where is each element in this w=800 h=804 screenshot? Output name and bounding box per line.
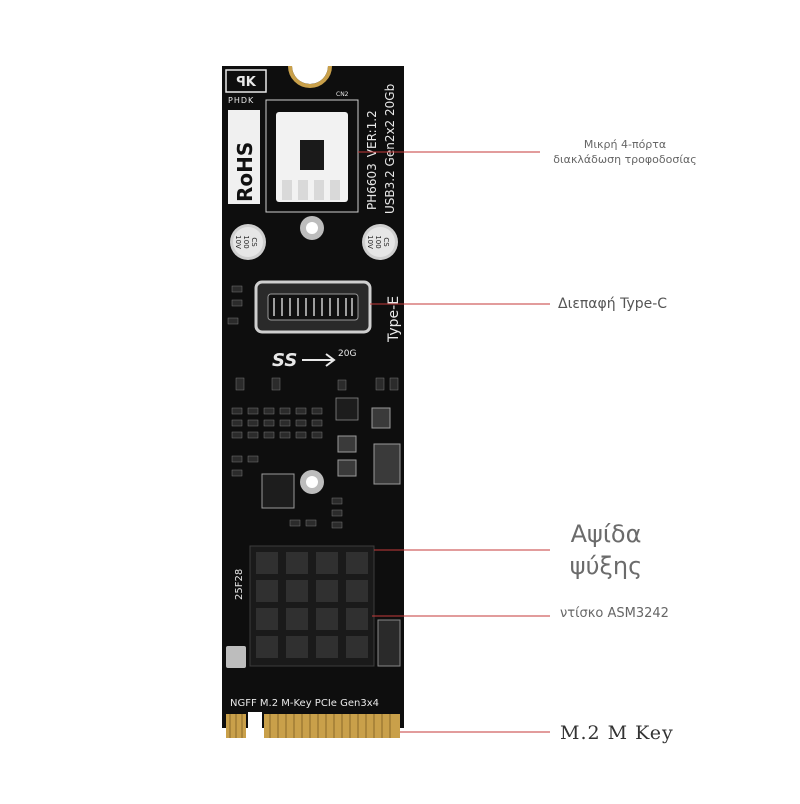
callout-power-header: Μικρή 4-πόρτα διακλάδωση τροφοδοσίας — [540, 137, 710, 167]
callout-power-header-line2: διακλάδωση τροφοδοσίας — [553, 153, 697, 166]
svg-text:CS10010V: CS10010V — [234, 235, 258, 249]
mount-notch — [288, 65, 332, 88]
crystal — [226, 646, 246, 668]
inductor-4 — [371, 407, 391, 429]
smd-components — [227, 285, 399, 529]
model-text: PH6603VER:1.2 — [365, 110, 379, 210]
cn2-label: CN2 — [336, 91, 349, 98]
svg-text:CS10010V: CS10010V — [366, 235, 390, 249]
interface-text: NGFF M.2 M-Key PCIe Gen3x4 — [230, 698, 379, 709]
rohs-badge — [228, 110, 260, 204]
power-header-outline — [265, 99, 359, 213]
heatsink-fins — [256, 552, 368, 658]
inductor-2 — [337, 459, 357, 477]
callout-type-c: Διεπαφή Type-C — [558, 296, 668, 312]
side-chip — [377, 619, 401, 667]
inductor-1 — [337, 435, 357, 453]
ic-u5 — [335, 397, 359, 421]
rohs-text: RoHS — [233, 142, 257, 202]
type-e-text: Type-E — [386, 296, 402, 343]
callout-heatsink-line2: ψύξης — [569, 552, 643, 580]
ss-logo: SS — [272, 350, 297, 371]
callout-heatsink: Αψίδα ψύξης — [556, 518, 656, 582]
callout-chip: ντίσκο ASM3242 — [560, 606, 669, 621]
svg-text:ꟼK: ꟼK — [236, 75, 257, 90]
inductor-3 — [373, 443, 401, 485]
chip-code: 25F28 — [234, 569, 245, 600]
callout-power-header-line1: Μικρή 4-πόρτα — [583, 138, 667, 151]
brand-logo-box — [225, 69, 267, 93]
brand-text: PHDK — [228, 96, 254, 105]
ss-speed: 20G — [338, 349, 356, 359]
usb-text: USB3.2 Gen2x2 20Gb — [383, 84, 397, 214]
gold-fingers-right — [264, 714, 400, 738]
callout-m2-key: M.2 M Key — [560, 722, 674, 744]
ic-chip-small — [261, 473, 295, 509]
callout-heatsink-line1: Αψίδα — [570, 520, 642, 548]
